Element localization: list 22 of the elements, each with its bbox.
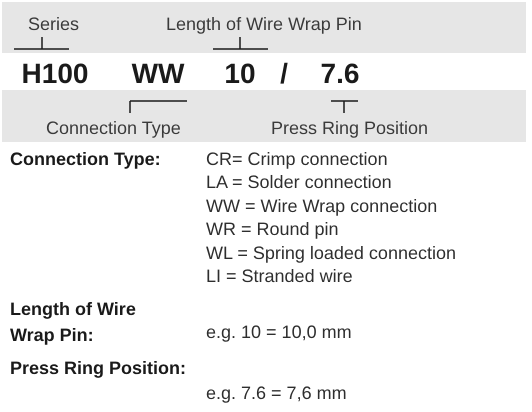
part-label: Series — [28, 13, 80, 35]
term-label: Connection Type: — [10, 148, 161, 170]
label-band — [2, 2, 526, 53]
term-label: Length of Wire Wrap Pin: — [10, 298, 137, 347]
term-label: Press Ring Position: — [10, 357, 186, 379]
definition-text: e.g. 7.6 = 7,6 mm — [206, 382, 347, 404]
definition-text: CR= Crimp connection — [206, 148, 388, 170]
definition-text: WR = Round pin — [206, 218, 339, 240]
part-label: Length of Wire Wrap Pin — [166, 13, 362, 35]
definition-text: WW = Wire Wrap connection — [206, 195, 438, 217]
code-label: H100 — [22, 59, 88, 89]
code-label: 7.6 — [320, 59, 360, 89]
part-label: Press Ring Position — [271, 117, 428, 139]
separator-label: / — [280, 59, 288, 89]
definition-text: WL = Spring loaded connection — [206, 242, 456, 264]
definition-text: LA = Solder connection — [206, 171, 392, 193]
code-label: WW — [132, 59, 184, 89]
part-label: Connection Type — [46, 117, 181, 139]
definition-text: e.g. 10 = 10,0 mm — [206, 321, 352, 343]
label-band — [2, 90, 526, 142]
definition-text: LI = Stranded wire — [206, 265, 353, 287]
code-label: 10 — [224, 59, 256, 89]
